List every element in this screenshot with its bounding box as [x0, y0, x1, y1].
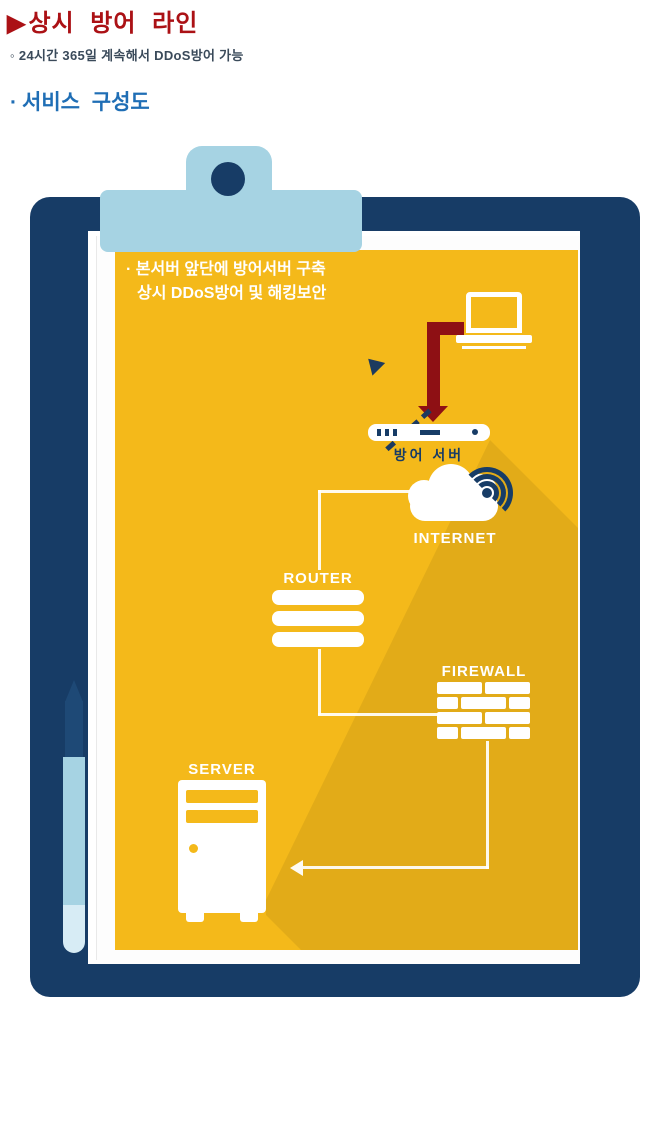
router-icon [272, 632, 364, 647]
page-title-text: 상시 방어 라인 [28, 10, 199, 37]
flow-line-down-to-router [318, 490, 321, 570]
defense-server-bar-icon [368, 424, 490, 441]
server-led-icon [189, 844, 198, 853]
router-icon [272, 590, 364, 605]
flow-line-firewall-down [486, 741, 489, 869]
firewall-icon [437, 682, 531, 742]
dot-bullet-icon: · [10, 91, 17, 114]
panel-note: · 본서버 앞단에 방어서버 구축 상시 DDoS방어 및 해킹보안 [126, 258, 326, 306]
pen-tip-icon [65, 680, 83, 702]
laptop-icon [466, 292, 522, 333]
attack-arrowhead-icon [418, 406, 448, 422]
flow-line-to-firewall [318, 713, 438, 716]
laptop-base-icon [456, 335, 532, 343]
flow-arrowhead-icon [290, 860, 303, 876]
firewall-label: FIREWALL [441, 663, 527, 680]
page-subtitle: ◦24시간 365일 계속해서 DDoS방어 가능 [10, 45, 244, 64]
clip-hole [211, 162, 245, 196]
bullet-icon: ◦ [10, 48, 15, 63]
wifi-icon [461, 467, 513, 519]
flow-line-to-server [303, 866, 489, 869]
router-label: ROUTER [283, 570, 353, 587]
pen-body-icon [63, 757, 85, 905]
server-foot [186, 913, 204, 922]
section-title-text: 서비스 구성도 [22, 91, 150, 114]
pen-cap-icon [63, 905, 85, 953]
laptop-base-line-icon [462, 346, 526, 349]
flow-line-router-down [318, 649, 321, 715]
pen-upper-icon [65, 701, 83, 757]
router-icon [272, 611, 364, 626]
server-label: SERVER [188, 761, 256, 778]
panel-note-line1: · 본서버 앞단에 방어서버 구축 [126, 261, 326, 278]
defense-server-label: 방어 서버 [393, 447, 465, 463]
flow-line-internet-left [318, 490, 416, 493]
attack-arrow-shaft-icon [427, 322, 440, 408]
server-tower-icon [178, 780, 266, 913]
server-foot [240, 913, 258, 922]
play-marker-icon: ▶ [7, 10, 27, 37]
section-title: ·서비스 구성도 [10, 86, 150, 116]
page-title: ▶상시 방어 라인 [7, 3, 198, 38]
clipboard-clip-bar [100, 190, 362, 252]
server-slot [186, 810, 258, 823]
internet-label: INTERNET [413, 530, 497, 547]
server-slot [186, 790, 258, 803]
panel-note-line2: 상시 DDoS방어 및 해킹보안 [137, 285, 327, 302]
page-subtitle-text: 24시간 365일 계속해서 DDoS방어 가능 [18, 48, 244, 63]
